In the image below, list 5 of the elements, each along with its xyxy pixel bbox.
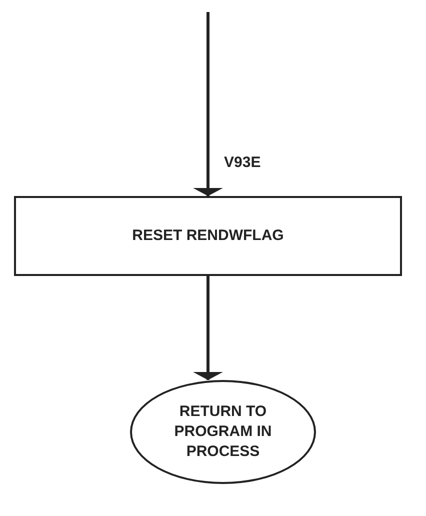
arrow bbox=[193, 12, 223, 196]
node-text: RETURN TO PROGRAM IN PROCESS bbox=[173, 402, 273, 462]
arrow bbox=[193, 276, 223, 380]
node-text: RESET RENDWFLAG bbox=[131, 226, 285, 246]
process-box bbox=[14, 196, 402, 276]
